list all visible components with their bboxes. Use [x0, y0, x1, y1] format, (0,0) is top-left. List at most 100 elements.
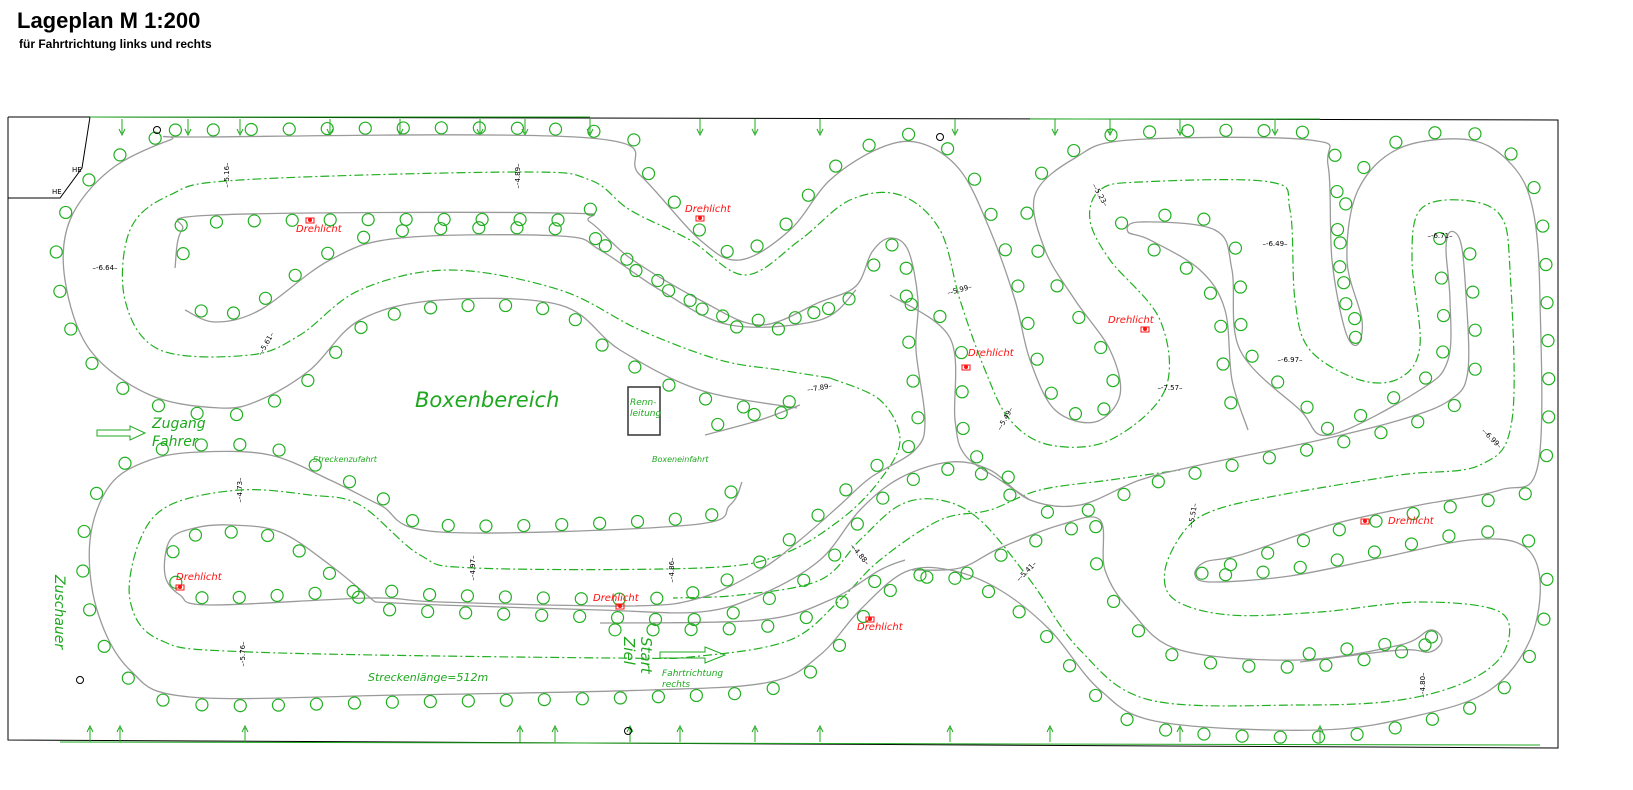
tire-marker [587, 124, 601, 138]
tire-marker [82, 173, 96, 187]
pit-area-label: Boxenbereich [415, 388, 559, 412]
tire-marker [1481, 525, 1495, 539]
elevation-label: –-7.57– [1157, 384, 1183, 392]
tire-marker [195, 698, 209, 712]
tire-marker [168, 123, 183, 137]
tire-marker [811, 508, 825, 522]
tire-marker [113, 148, 127, 162]
elevation-label: –-5.16– [223, 162, 231, 188]
tire-marker [89, 486, 104, 500]
track-edge-path [599, 559, 906, 624]
tire-marker [434, 221, 448, 236]
tire-marker [761, 619, 775, 633]
tire-marker [148, 131, 162, 145]
tire-marker [1436, 345, 1450, 359]
tire-marker [1504, 147, 1518, 161]
tire-marker [667, 195, 681, 209]
tire-marker [651, 273, 665, 288]
fence-arrow-icon [116, 724, 124, 742]
tire-marker [902, 335, 916, 349]
tire-marker [1350, 727, 1364, 741]
tire-marker [1159, 723, 1173, 737]
tire-marker [1369, 514, 1383, 528]
tire-marker [1106, 373, 1120, 388]
tire-marker [396, 121, 410, 135]
fence-arrow-icon [1106, 119, 1114, 137]
tire-marker [970, 450, 984, 464]
tire-marker [1357, 653, 1371, 667]
tire-marker [53, 284, 67, 298]
tire-marker [174, 218, 188, 232]
tire-marker [730, 320, 744, 334]
tire-marker [224, 525, 238, 539]
tire-marker [1034, 166, 1049, 180]
fence-arrow-icon [676, 724, 684, 742]
tire-marker [610, 611, 625, 625]
tire-marker [1340, 642, 1354, 656]
tire-marker [620, 252, 634, 266]
tire-marker [1040, 505, 1055, 519]
tire-marker [801, 188, 815, 202]
tire-marker [948, 571, 962, 585]
tire-marker [64, 322, 78, 336]
plan-subtitle: für Fahrtrichtung links und rechts [19, 37, 212, 51]
he-label: HE [52, 188, 62, 196]
tire-marker [358, 121, 372, 135]
tire-marker [782, 533, 796, 547]
tire-marker [876, 491, 890, 505]
track-edges [62, 134, 1543, 731]
tire-marker [716, 309, 730, 323]
fence-arrow-icon [751, 119, 759, 137]
tire-marker [1404, 537, 1419, 551]
tire-marker [807, 305, 821, 320]
tire-marker [1540, 296, 1554, 310]
tire-marker [195, 591, 209, 605]
tire-marker [479, 519, 493, 533]
tire-marker [190, 406, 204, 420]
tire-marker [499, 693, 513, 707]
tire-marker [437, 212, 451, 226]
tire-marker [1143, 125, 1157, 139]
tire-marker [1218, 568, 1233, 582]
tire-marker [472, 121, 486, 135]
tire-marker [342, 475, 357, 489]
tire-marker [689, 688, 703, 703]
tire-marker [1089, 520, 1103, 534]
marker-circle [936, 133, 944, 141]
tire-marker [1468, 127, 1482, 141]
tire-marker [194, 304, 208, 318]
tire-marker [1261, 546, 1275, 560]
tire-marker [1463, 247, 1477, 261]
tire-marker [1225, 458, 1239, 472]
beacon-label: Drehlicht [593, 593, 640, 604]
tire-marker [399, 212, 413, 227]
tire-marker [1097, 402, 1111, 416]
tire-marker [376, 492, 390, 506]
tire-marker [641, 166, 656, 181]
elevation-label: –-4.88– [848, 543, 871, 568]
tire-marker [1147, 243, 1161, 257]
tire-marker [575, 692, 589, 706]
tire-marker [271, 698, 286, 712]
finish-label: Ziel [620, 636, 638, 666]
fence-arrow-icon [751, 724, 759, 742]
tire-marker [1064, 522, 1079, 536]
tire-marker [77, 524, 91, 539]
tire-marker [1165, 648, 1179, 662]
tire-marker [441, 518, 455, 533]
tire-marker [155, 442, 169, 456]
tire-marker [1131, 624, 1146, 638]
elevation-label: –-5.76– [239, 641, 247, 667]
rotating-beacon-icon [1360, 518, 1370, 525]
tire-marker [1319, 658, 1333, 672]
pit-entry-label: Boxeneinfahrt [652, 455, 709, 464]
tire-marker [747, 407, 761, 422]
fence-arrow-icon [86, 724, 94, 742]
tire-marker [1040, 629, 1054, 644]
tire-marker [475, 212, 489, 227]
tire-marker [510, 221, 524, 235]
tire-marker [883, 583, 897, 598]
tire-marker [750, 239, 764, 253]
beacon-label: Drehlicht [296, 224, 343, 235]
tire-marker [1527, 180, 1541, 195]
